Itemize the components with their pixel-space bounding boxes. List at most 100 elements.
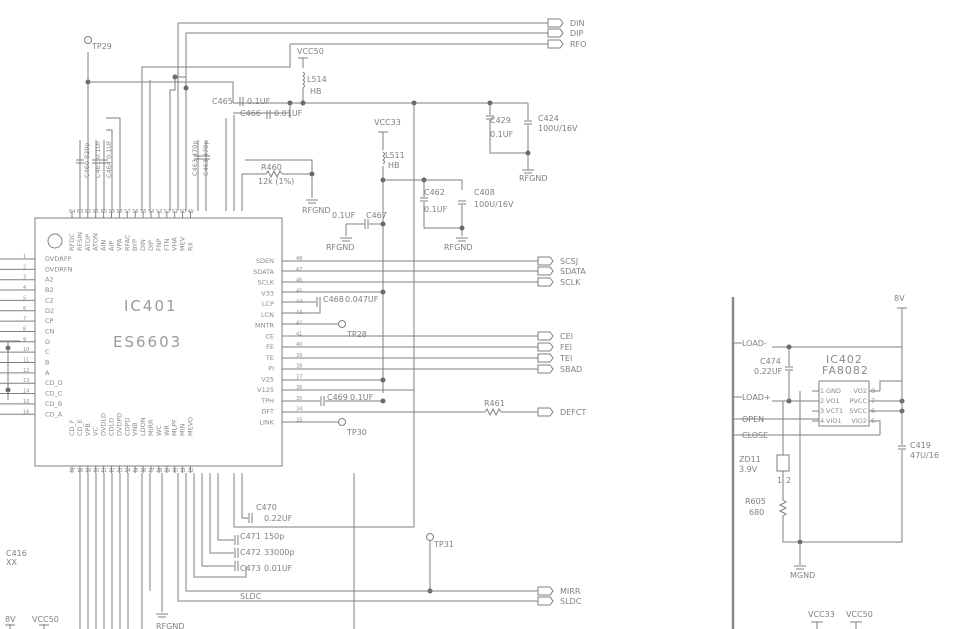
tp30-testpoint[interactable] (338, 418, 346, 426)
rfgnd-label-2: RFGND (302, 206, 331, 215)
port-scsj[interactable]: SCSJ (282, 256, 578, 266)
ic401-pin-name: CD_D (45, 379, 63, 387)
ic401-pin-num: 58 (116, 209, 122, 215)
br-vcc33-label: VCC33 (808, 610, 835, 619)
port-sldc[interactable]: SLDC (177, 473, 582, 606)
ic401-pin-num: 49 (188, 209, 194, 215)
port-tei[interactable]: TEI (282, 353, 572, 363)
ic401-pin-name: CD_A (45, 410, 63, 418)
l511-val: HB (388, 161, 400, 170)
c464-label: C464 0.1UF (105, 140, 113, 178)
port-sdata[interactable]: SDATA (282, 266, 586, 276)
ic401-pin-name: CDLD (108, 418, 116, 436)
rfgnd-label-1: RFGND (519, 174, 548, 183)
ic401-pin-name: DVDRFP (45, 255, 72, 263)
ic402-body[interactable] (818, 380, 870, 427)
ic401-pin-name: MIN (179, 423, 187, 436)
ic401-pin-num: 1 (23, 254, 26, 260)
rfgnd-label-3: RFGND (444, 243, 473, 252)
ic401-pin-num: 64 (69, 209, 75, 215)
port-tei-label: TEI (559, 354, 572, 363)
ic401-pin-num: 28 (156, 468, 162, 474)
ic402-pin-name: VO2 (853, 387, 867, 395)
ic401-pin-name: VNB (131, 422, 139, 436)
ic401-pin-name: V25 (261, 375, 274, 383)
port-rfo[interactable]: RFO (290, 39, 586, 49)
tp29-label: TP29 (91, 42, 112, 51)
ic401-pin-num: 41 (296, 331, 302, 337)
ic401-pin-name: SCLK (257, 279, 274, 287)
port-sclk[interactable]: SCLK (282, 277, 581, 287)
c462-val: 0.1UF (424, 205, 448, 214)
ic401-pin-name: A2 (45, 276, 54, 284)
c408-ref: C408 (474, 188, 495, 197)
ic401-pin-num: 13 (23, 378, 29, 384)
ic401-pin-name: VPB (84, 423, 92, 436)
ic401-pin-name: VHA (171, 237, 179, 251)
ic401-pin-name: FTN (163, 238, 171, 251)
port-din[interactable]: DIN (178, 18, 585, 28)
port-mirr-label: MIRR (560, 587, 581, 596)
bl-vcc50-label: VCC50 (32, 615, 59, 624)
ic401-pin-num: 34 (296, 407, 302, 413)
c461-label: C461 0.1UF (94, 140, 102, 178)
port-sbad[interactable]: SBAD (282, 364, 582, 374)
ic401-pin-name: CP (45, 317, 54, 325)
c473-val: 0.01UF (264, 564, 293, 573)
c467-val: 0.1UF (332, 211, 356, 220)
ic401-pin-num: 61 (93, 209, 99, 215)
port-cei-label: CEI (560, 332, 573, 341)
port-scsj-label: SCSJ (560, 257, 578, 266)
ic401-pin-name: B (45, 359, 49, 367)
port-cei[interactable]: CEI (282, 331, 573, 341)
zd11-val: 3.9V (739, 465, 758, 474)
c470-ref: C470 (256, 503, 277, 512)
ic401-pin-num: 59 (109, 209, 115, 215)
port-dip[interactable]: DIP (186, 28, 584, 38)
ic401-pin-num: 24 (124, 468, 130, 474)
r461-resistor (484, 407, 502, 417)
tp31-label: TP31 (433, 540, 454, 549)
ic401-pin-name: RFSIN (76, 232, 84, 251)
ic401-pin-num: 48 (296, 256, 302, 262)
c408-val: 100U/16V (474, 200, 514, 209)
ic401-pin-num: 47 (296, 267, 302, 273)
port-sldc-label: SLDC (560, 597, 582, 606)
ic401-pin-name: MEVO (187, 417, 195, 436)
ic401-pin-name: ATON (92, 233, 100, 251)
ic401-pin-name: ATOP (84, 234, 92, 251)
tp31-testpoint[interactable] (426, 533, 434, 541)
port-sdata-label: SDATA (560, 267, 586, 276)
mgnd-label: MGND (790, 571, 815, 580)
c472-val: 33000p (264, 548, 295, 557)
c419-val: 47U/16 (910, 451, 939, 460)
port-defct[interactable]: DEFCT (501, 407, 586, 417)
l511-ref: L511 (385, 151, 405, 160)
ic401-pin-name: V125 (257, 386, 274, 394)
ic401-pin-name: CD_E (76, 419, 84, 436)
port-sclk-label: SCLK (560, 278, 581, 287)
ic401-pin-num: 19 (85, 468, 91, 474)
port-sbad-label: SBAD (560, 365, 582, 374)
ic401-pin-num: 22 (109, 468, 115, 474)
ic401-pin-name: AIP (108, 241, 116, 251)
r605-resistor (778, 499, 788, 517)
port-dip-label: DIP (570, 29, 584, 38)
ic401-pin-name: CDPD (123, 418, 131, 436)
c419-ref: C419 (910, 441, 931, 450)
port-mirr[interactable]: MIRR (185, 473, 581, 596)
tp28-testpoint[interactable] (338, 320, 346, 328)
ic401-pin-num: 26 (140, 468, 146, 474)
ic401-pin-name: SDATA (253, 268, 274, 276)
br-vcc50-label: VCC50 (846, 610, 873, 619)
ic401-pin-name: LCP (262, 300, 274, 308)
ic401-pin-name: D (45, 338, 50, 346)
ic401-pin-name: LCN (261, 311, 274, 319)
port-fei[interactable]: FEI (282, 342, 572, 352)
tp29-testpoint[interactable] (84, 36, 92, 44)
c472-ref: C472 (240, 548, 261, 557)
ic401-pin-num: 31 (180, 468, 186, 474)
sldc-wire-label: SLDC (240, 592, 262, 601)
